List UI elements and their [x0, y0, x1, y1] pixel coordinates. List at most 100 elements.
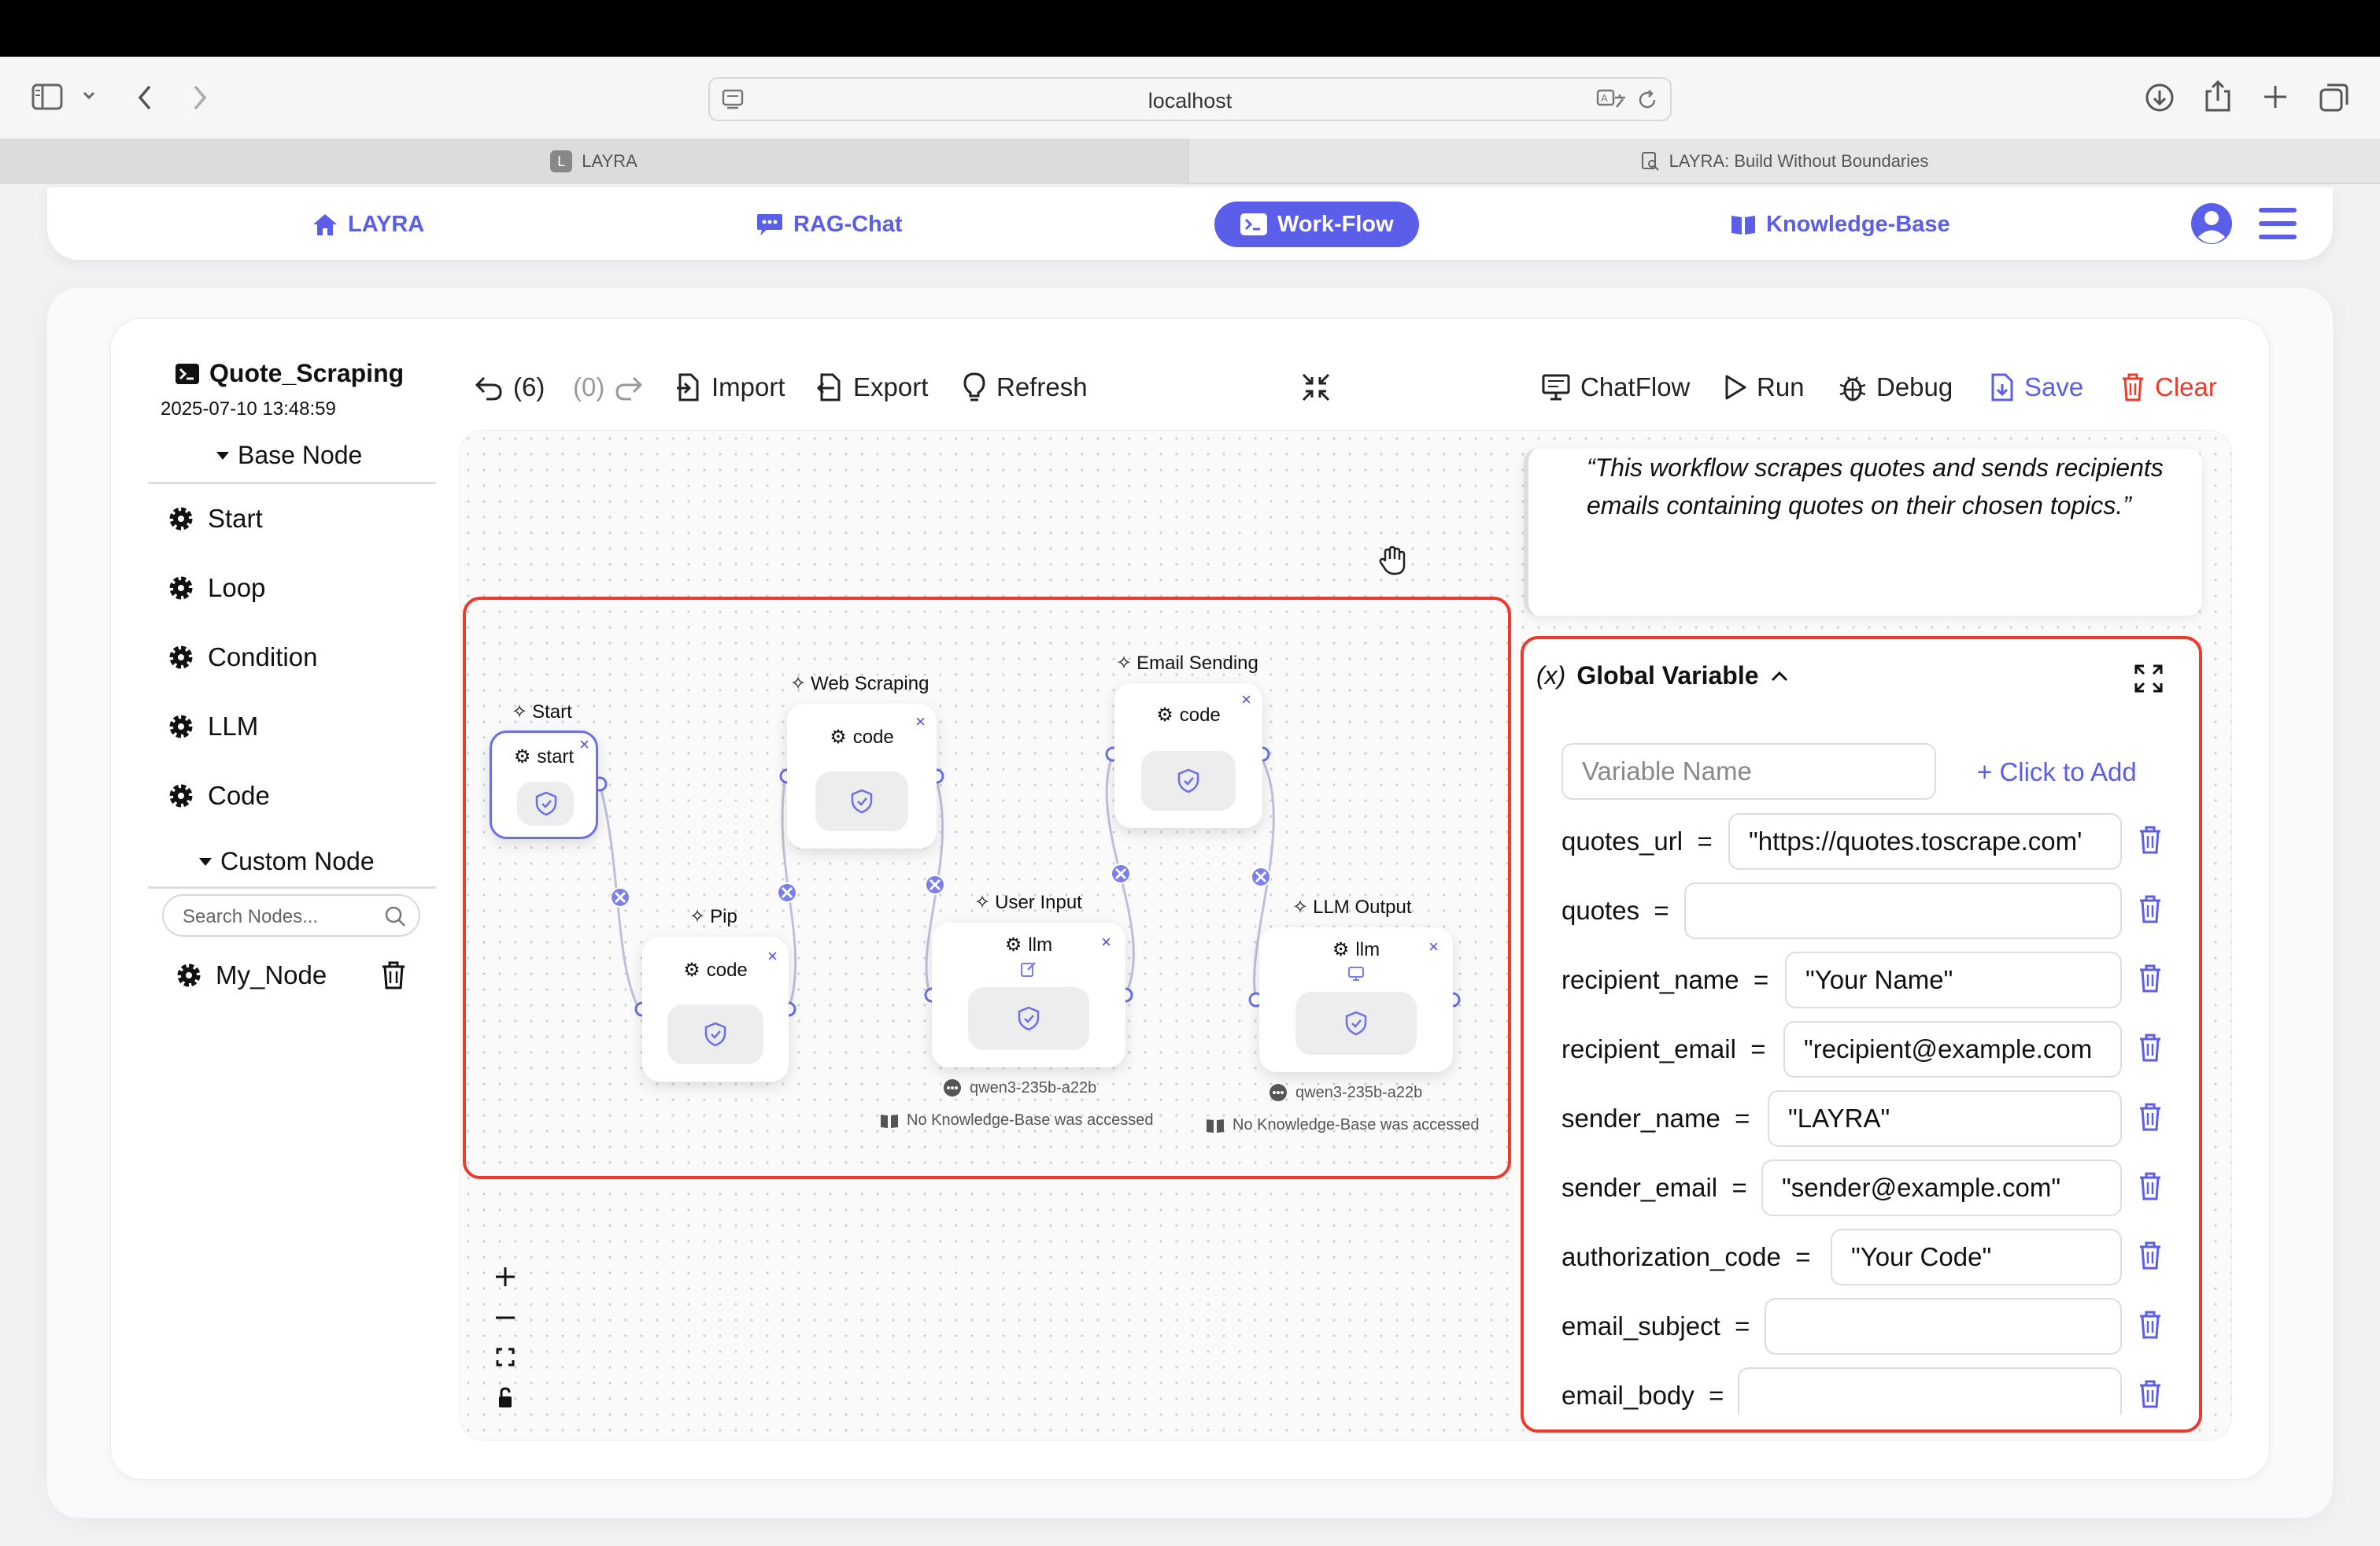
fit-view-icon[interactable] [488, 1340, 523, 1374]
nav-work-flow[interactable]: Work-Flow [1214, 202, 1419, 247]
refresh-button[interactable]: Refresh [962, 368, 1088, 406]
var-value-input[interactable]: "recipient@example.com [1783, 1021, 2122, 1078]
var-name: authorization_code = [1561, 1242, 1811, 1271]
var-value-input[interactable] [1684, 882, 2122, 939]
trash-icon[interactable] [2138, 825, 2163, 855]
export-button[interactable]: Export [817, 368, 928, 406]
sidebar-node-condition[interactable]: Condition [167, 642, 317, 672]
tab-overview-icon[interactable] [2319, 82, 2350, 113]
tab-layra-build[interactable]: LAYRA: Build Without Boundaries [1189, 139, 2380, 184]
debug-button[interactable]: Debug [1839, 368, 1953, 406]
sidebar-node-llm[interactable]: LLM [167, 712, 258, 742]
sidebar-toggle-icon[interactable] [31, 83, 63, 110]
download-icon[interactable] [2144, 82, 2175, 113]
gear-icon [167, 712, 195, 741]
var-value-input[interactable]: "LAYRA" [1768, 1090, 2122, 1147]
gear-icon [167, 782, 195, 810]
var-value-input[interactable]: "Your Code" [1831, 1229, 2122, 1285]
node-llm-output[interactable]: ⚙llm × [1259, 927, 1453, 1072]
node-title: ✧Email Sending [1116, 652, 1258, 675]
trash-icon[interactable] [2138, 1310, 2163, 1340]
trash-icon[interactable] [2138, 1241, 2163, 1270]
new-tab-icon[interactable] [2262, 83, 2289, 110]
import-button[interactable]: Import [675, 368, 785, 406]
sidebar-node-start[interactable]: Start [167, 504, 263, 534]
node-title: ✧Pip [689, 905, 737, 928]
base-node-section[interactable]: Base Node [216, 441, 362, 470]
node-web-scraping[interactable]: ⚙code × [787, 704, 937, 849]
hamburger-menu-icon[interactable] [2257, 205, 2298, 242]
zoom-in-icon[interactable] [488, 1259, 523, 1294]
page-settings-icon[interactable] [721, 88, 745, 112]
gear-icon: ⚙ [1004, 934, 1022, 956]
bug-icon [1839, 372, 1867, 402]
node-tag: ⚙start [513, 745, 575, 768]
node-pip[interactable]: ⚙code × [642, 937, 789, 1082]
var-name: email_body = [1561, 1381, 1724, 1410]
var-name: quotes = [1561, 896, 1669, 925]
back-icon[interactable] [135, 83, 154, 112]
redo-button[interactable]: (0) [573, 368, 644, 406]
zoom-out-icon[interactable] [488, 1300, 523, 1335]
expand-icon[interactable] [2133, 663, 2164, 694]
global-variable-header[interactable]: (x) Global Variable [1536, 661, 1789, 690]
forward-icon[interactable] [190, 83, 209, 112]
nav-knowledge-base[interactable]: Knowledge-Base [1730, 202, 1950, 247]
sidebar-custom-node-my-node[interactable]: My_Node [175, 960, 327, 990]
clear-button[interactable]: Clear [2120, 368, 2217, 406]
chatflow-button[interactable]: ChatFlow [1541, 368, 1690, 406]
var-value-input[interactable]: "sender@example.com" [1761, 1160, 2122, 1216]
nav-rag-chat[interactable]: RAG-Chat [756, 202, 903, 247]
gear-icon: ⚙ [683, 960, 700, 981]
save-button[interactable]: Save [1990, 368, 2083, 406]
node-email-sending[interactable]: ⚙code × [1114, 683, 1262, 828]
trash-icon[interactable] [2138, 894, 2163, 924]
translate-icon[interactable]: A [1596, 88, 1628, 112]
close-icon[interactable]: × [915, 712, 926, 731]
var-value-input[interactable] [1738, 1367, 2122, 1415]
var-value-input[interactable] [1765, 1298, 2122, 1355]
lock-icon[interactable] [488, 1381, 523, 1415]
sidebar-node-loop[interactable]: Loop [167, 573, 265, 603]
tab-layra[interactable]: L LAYRA [0, 139, 1188, 184]
trash-icon[interactable] [2138, 1102, 2163, 1132]
var-value-input[interactable]: "Your Name" [1785, 952, 2122, 1008]
undo-button[interactable]: (6) [474, 368, 545, 406]
model-dots-icon [943, 1078, 962, 1097]
shield-well [517, 782, 574, 826]
close-icon[interactable]: × [579, 734, 589, 754]
trash-icon[interactable] [2138, 1171, 2163, 1201]
clear-label: Clear [2155, 372, 2217, 401]
nav-layra[interactable]: LAYRA [312, 202, 424, 247]
trash-icon[interactable] [2138, 1033, 2163, 1063]
user-avatar-icon[interactable] [2190, 202, 2234, 246]
node-tag: ⚙code [1156, 704, 1221, 727]
close-icon[interactable]: × [767, 946, 778, 966]
reload-icon[interactable] [1635, 88, 1659, 112]
gear-icon [167, 643, 195, 671]
share-icon[interactable] [2204, 79, 2232, 113]
chevron-down-icon[interactable] [82, 90, 96, 101]
collapse-icon[interactable] [1300, 372, 1332, 403]
variable-icon: (x) [1536, 661, 1566, 690]
node-start[interactable]: ⚙start × [490, 730, 598, 839]
sidebar-node-code[interactable]: Code [167, 781, 270, 811]
var-value-input[interactable]: "https://quotes.toscrape.com' [1728, 813, 2122, 870]
trash-icon[interactable] [379, 960, 408, 990]
node-user-input[interactable]: ⚙llm × [932, 923, 1125, 1067]
var-name: recipient_name = [1561, 965, 1769, 994]
address-bar[interactable]: localhost A [708, 77, 1672, 121]
sparkle-icon: ✧ [689, 906, 706, 927]
close-icon[interactable]: × [1241, 690, 1251, 709]
nav-label: Work-Flow [1277, 211, 1394, 237]
close-icon[interactable]: × [1428, 937, 1439, 956]
run-button[interactable]: Run [1724, 368, 1805, 406]
trash-icon[interactable] [2138, 963, 2163, 993]
search-nodes-input[interactable]: Search Nodes... [162, 894, 420, 937]
close-icon[interactable]: × [1101, 932, 1111, 952]
gear-icon: ⚙ [1332, 939, 1350, 960]
variable-name-input[interactable]: Variable Name [1561, 743, 1936, 800]
custom-node-section[interactable]: Custom Node [198, 847, 375, 876]
add-variable-button[interactable]: + Click to Add [1977, 757, 2137, 786]
trash-icon[interactable] [2138, 1379, 2163, 1409]
